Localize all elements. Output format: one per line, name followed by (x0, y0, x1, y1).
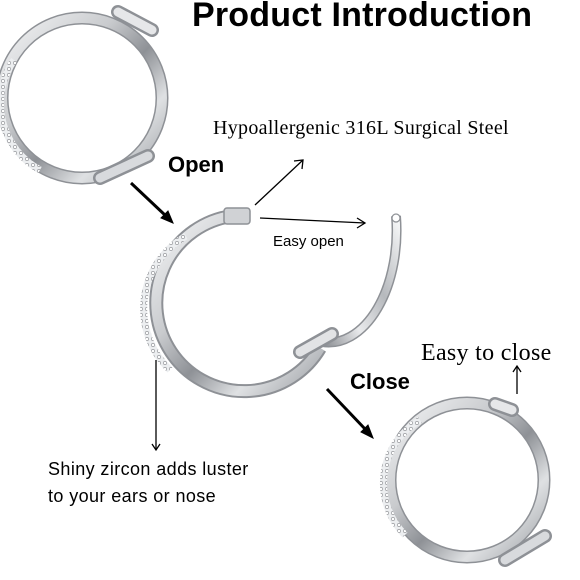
zircon-caption: Shiny zircon adds luster to your ears or… (48, 456, 249, 510)
hoop-open-middle (140, 207, 402, 399)
zircon-caption-line-1: Shiny zircon adds luster (48, 459, 249, 479)
arrow-material (254, 159, 304, 206)
hoop-closed-bottom (379, 396, 552, 567)
page-title: Product Introduction (192, 0, 533, 34)
material-label: Hypoallergenic 316L Surgical Steel (213, 117, 509, 139)
easy-to-close-label: Easy to close (421, 340, 552, 366)
arrow-easy-open (259, 217, 367, 229)
open-label: Open (168, 152, 225, 177)
zircon-caption-line-2: to your ears or nose (48, 486, 217, 506)
easy-open-label: Easy open (273, 233, 344, 250)
arrow-close (325, 387, 374, 440)
arrow-zircon (151, 360, 161, 452)
arrow-open (129, 181, 174, 224)
hoop-closed-top (0, 5, 169, 185)
arrow-easy-to-close (512, 364, 522, 394)
close-label: Close (350, 369, 410, 394)
